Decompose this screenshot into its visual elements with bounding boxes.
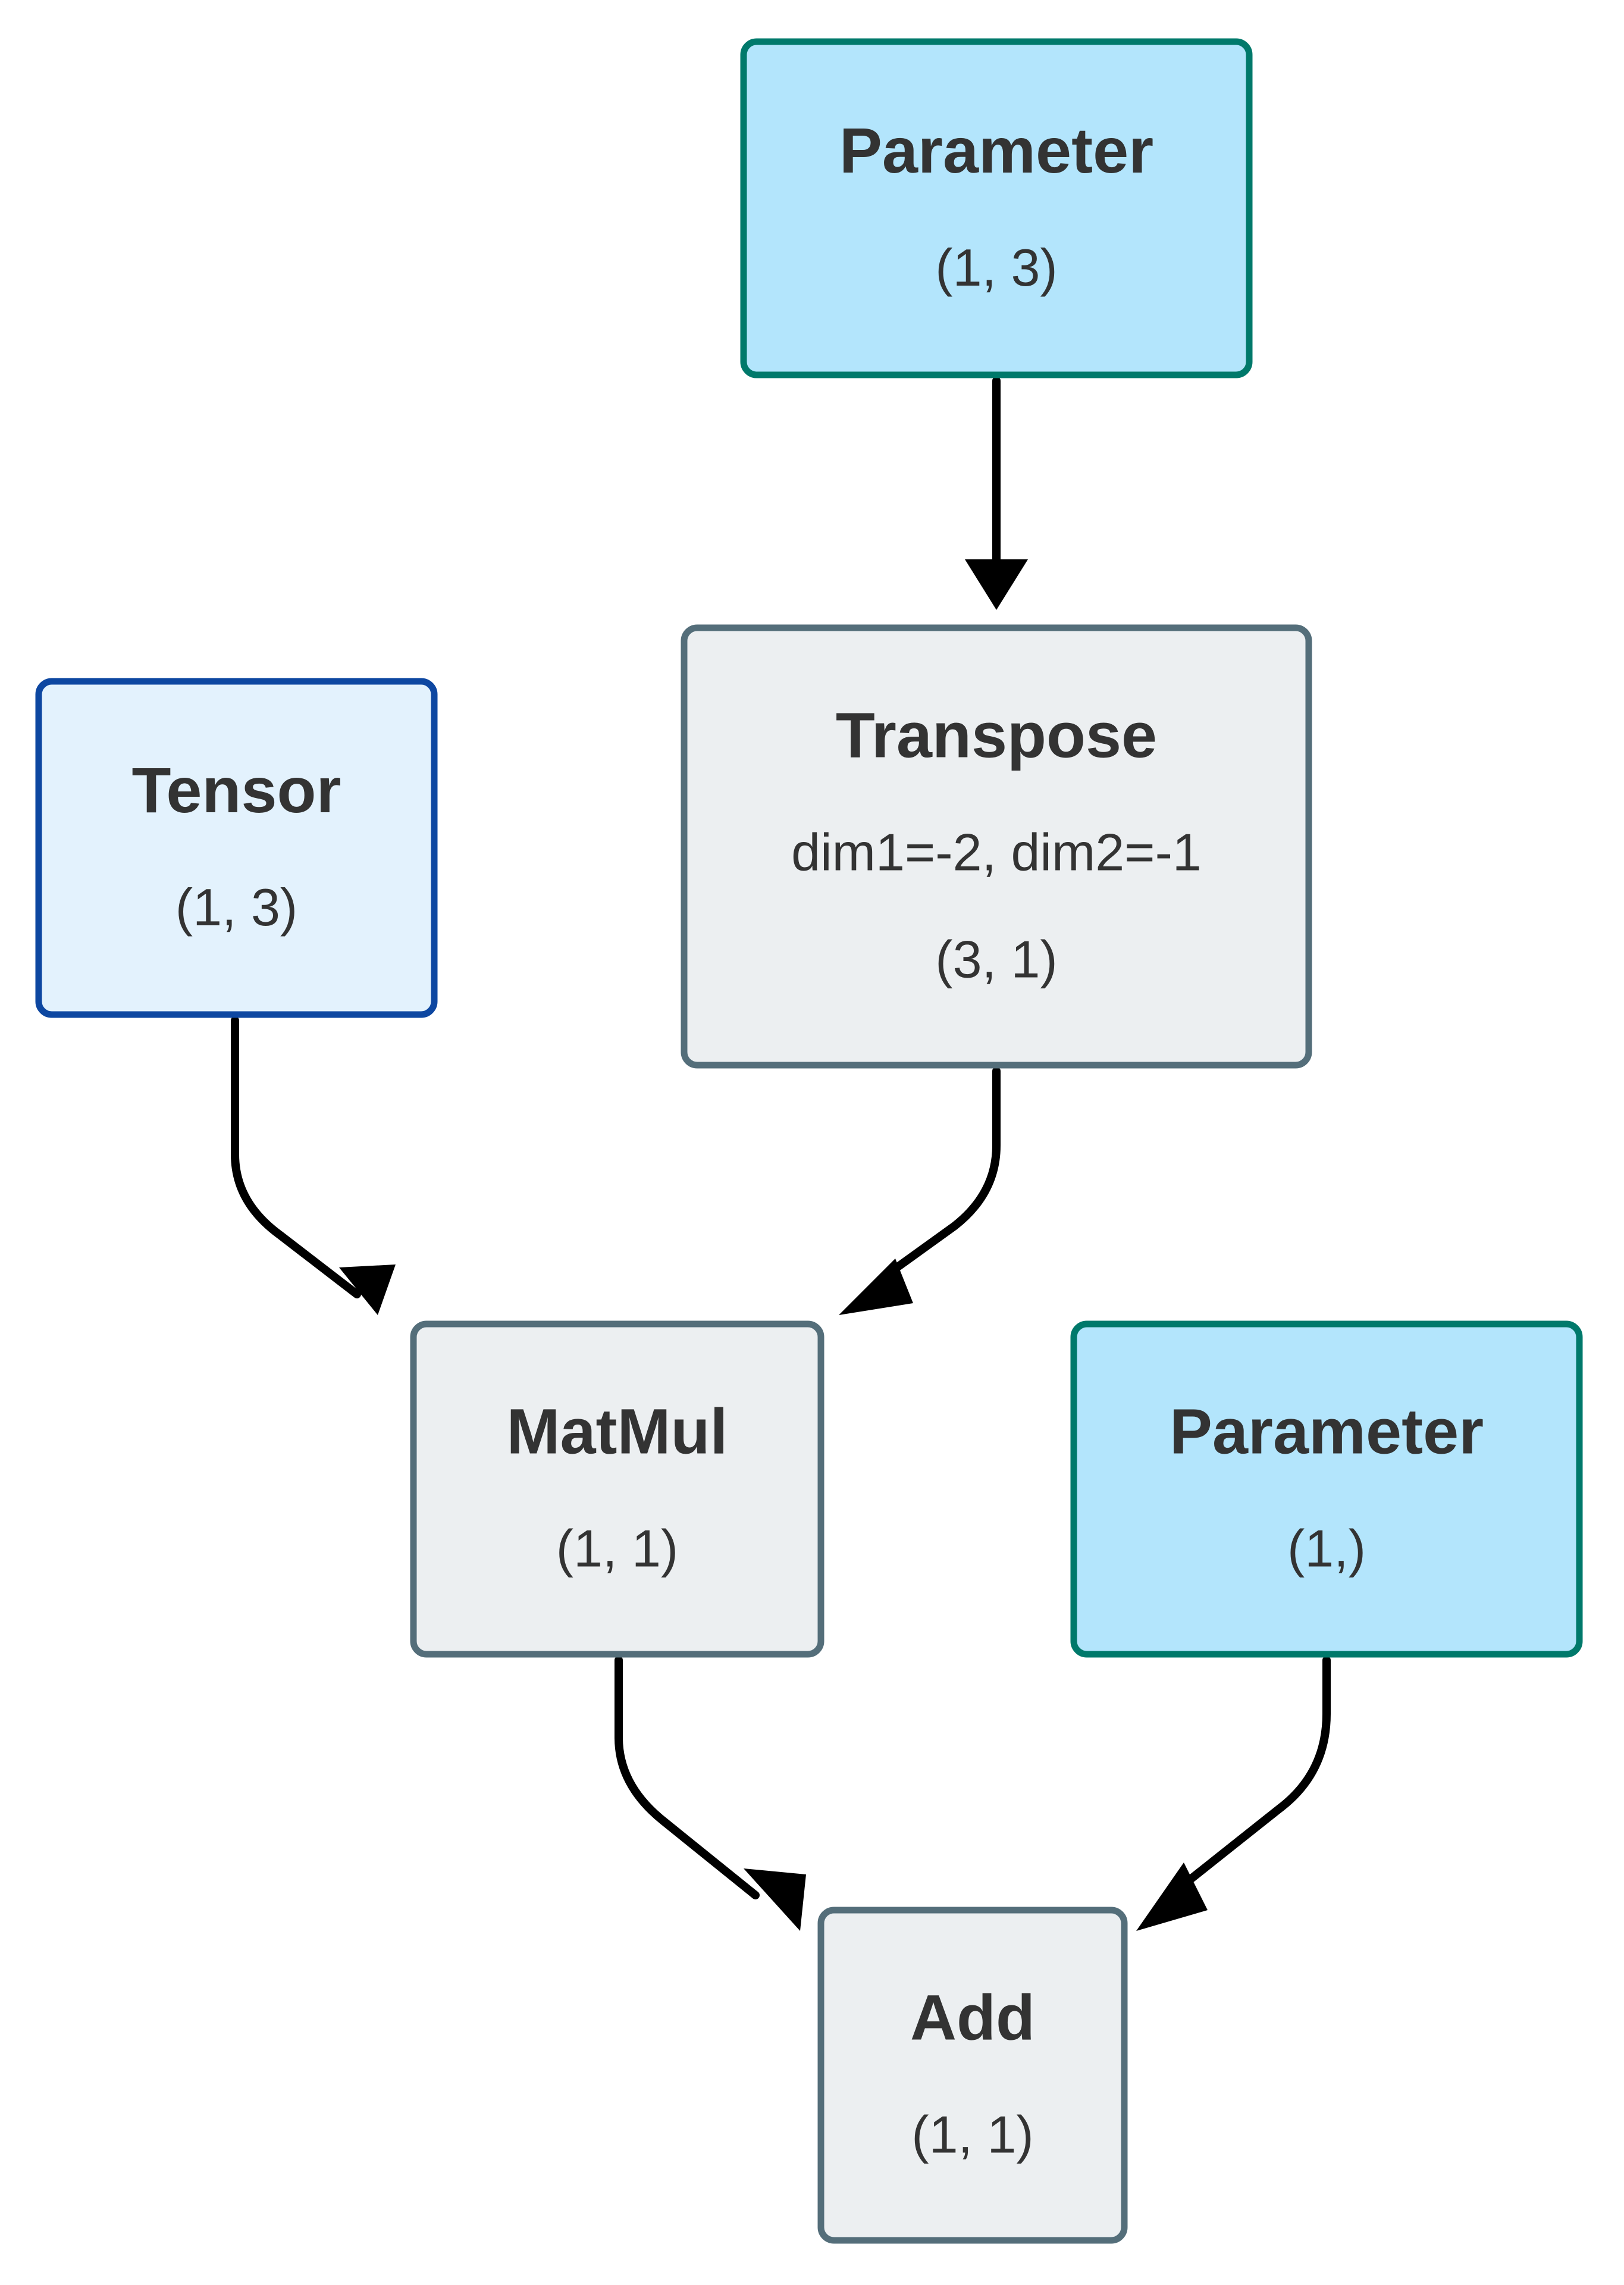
arrowhead-icon — [339, 1264, 396, 1315]
arrowhead-icon — [1136, 1863, 1208, 1931]
node-shape: (1, 3) — [935, 238, 1057, 297]
node-matmul[interactable]: MatMul (1, 1) — [410, 1320, 824, 1658]
node-box — [817, 1907, 1128, 2244]
node-shape: (1, 3) — [175, 878, 297, 937]
edge-line — [231, 1016, 361, 1298]
node-title: Parameter — [1170, 1395, 1484, 1467]
node-box — [1070, 1320, 1583, 1658]
node-box — [410, 1320, 824, 1658]
node-transpose[interactable]: Transpose dim1=-2, dim2=-1 (3, 1) — [681, 624, 1312, 1069]
edge-param_top-to-transpose — [965, 377, 1028, 610]
node-title: Parameter — [839, 114, 1153, 186]
nodes-layer: Parameter (1, 3) Transpose dim1=-2, dim2=-1… — [35, 38, 1583, 2244]
node-box — [740, 38, 1253, 378]
edge-param_bias-to-add — [1136, 1656, 1331, 1931]
node-param-bias[interactable]: Parameter (1,) — [1070, 1320, 1583, 1658]
node-shape: (1, 1) — [911, 2105, 1033, 2164]
node-box — [681, 624, 1312, 1069]
node-attribute: dim1=-2, dim2=-1 — [791, 823, 1202, 882]
node-param-top[interactable]: Parameter (1, 3) — [740, 38, 1253, 378]
node-title: Add — [910, 1982, 1035, 2054]
edge-line — [876, 1067, 1001, 1284]
arrowhead-icon — [839, 1259, 913, 1315]
node-tensor[interactable]: Tensor (1, 3) — [35, 678, 438, 1018]
node-title: Tensor — [131, 754, 341, 826]
arrowhead-icon — [965, 559, 1028, 610]
node-title: MatMul — [507, 1395, 728, 1467]
edge-matmul-to-add — [615, 1656, 806, 1931]
edge-transpose-to-matmul — [839, 1067, 1001, 1315]
edge-line — [615, 1656, 760, 1899]
node-box — [35, 678, 438, 1018]
edges-layer — [231, 377, 1331, 1931]
edge-line — [1174, 1656, 1331, 1893]
node-shape: (1,) — [1287, 1519, 1366, 1578]
arrowhead-icon — [744, 1868, 806, 1931]
node-shape: (1, 1) — [556, 1519, 678, 1578]
node-title: Transpose — [836, 699, 1157, 771]
edge-tensor-to-matmul — [231, 1016, 396, 1315]
node-add[interactable]: Add (1, 1) — [817, 1907, 1128, 2244]
node-shape: (3, 1) — [935, 930, 1057, 989]
